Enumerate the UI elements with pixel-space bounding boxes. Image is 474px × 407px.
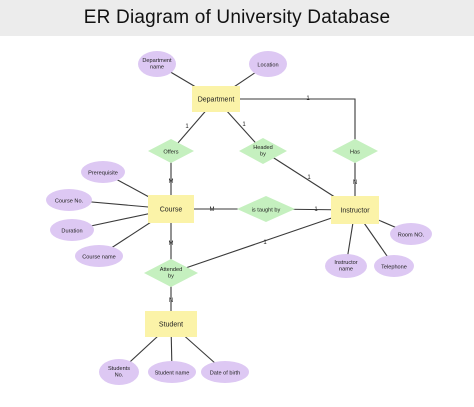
node-label: Offers <box>163 150 178 156</box>
cardinality-attended-student: N <box>169 298 173 304</box>
cardinality-course-taught: M <box>210 207 215 213</box>
attribute-room-no[interactable]: Room NO. <box>390 223 432 245</box>
cardinality-instructor-attended: 1 <box>263 240 267 246</box>
node-label: is taught by <box>252 208 281 214</box>
attribute-ellipse <box>75 245 123 267</box>
node-label: Department <box>198 97 235 104</box>
attribute-location[interactable]: Location <box>249 51 287 77</box>
node-label: Duration <box>61 229 82 235</box>
cardinality-dept-has: 1 <box>306 96 310 102</box>
entity-course[interactable]: Course <box>148 195 194 223</box>
node-label: Course No. <box>55 199 84 205</box>
cardinality-dept-offers: 1 <box>185 124 189 130</box>
relationship-offers[interactable]: Offers <box>148 139 194 163</box>
node-label: Date of birth <box>210 371 240 377</box>
attribute-ellipse <box>46 189 92 211</box>
attribute-ellipse <box>81 161 125 183</box>
cardinality-headed-instructor: 1 <box>307 175 311 181</box>
attribute-ellipse <box>325 254 367 278</box>
node-label: Course <box>160 207 183 214</box>
cardinality-has-instructor: N <box>353 180 357 186</box>
cardinality-offers-course: M <box>169 179 174 185</box>
attribute-course-no[interactable]: Course No. <box>46 189 92 211</box>
cardinality-taught-instructor: 1 <box>314 207 318 213</box>
attribute-ellipse <box>249 51 287 77</box>
entity-department[interactable]: Department <box>192 86 240 112</box>
entity-box <box>145 311 197 337</box>
node-label: Location <box>257 63 278 69</box>
cardinality-dept-headed: 1 <box>242 122 246 128</box>
node-label: Course name <box>82 255 116 261</box>
attribute-ellipse <box>374 255 414 277</box>
attribute-ellipse <box>99 359 139 385</box>
relationship-is-taught-by[interactable]: is taught by <box>237 196 295 222</box>
node-label: Prerequisite <box>88 171 118 177</box>
node-label: Instructor <box>340 208 370 215</box>
relationship-diamond <box>144 259 198 287</box>
entity-box <box>192 86 240 112</box>
cardinality-course-attended: M <box>169 241 174 247</box>
title-bar: ER Diagram of University Database <box>0 0 474 36</box>
entity-student[interactable]: Student <box>145 311 197 337</box>
diagram-title: ER Diagram of University Database <box>83 7 391 28</box>
attribute-student-name[interactable]: Student name <box>148 361 196 383</box>
line-department-has <box>216 98 356 151</box>
line-attended-by-instructor <box>170 209 356 274</box>
attribute-ellipse <box>50 219 94 241</box>
attribute-duration[interactable]: Duration <box>50 219 94 241</box>
relationship-diamond <box>332 139 378 163</box>
relationship-diamond <box>239 138 287 164</box>
attribute-date-of-birth[interactable]: Date of birth <box>201 361 249 383</box>
entity-instructor[interactable]: Instructor <box>331 196 379 224</box>
attribute-prerequisite[interactable]: Prerequisite <box>81 161 125 183</box>
attribute-telephone[interactable]: Telephone <box>374 255 414 277</box>
node-label: Has <box>350 150 360 156</box>
node-label: Room NO. <box>398 233 425 239</box>
entity-box <box>331 196 379 224</box>
attribute-ellipse <box>390 223 432 245</box>
node-label: Telephone <box>381 265 407 271</box>
node-label: Student <box>159 322 183 329</box>
relationship-diamond <box>237 196 295 222</box>
attribute-ellipse <box>138 51 176 77</box>
attribute-course-name[interactable]: Course name <box>75 245 123 267</box>
relationship-has[interactable]: Has <box>332 139 378 163</box>
attribute-ellipse <box>148 361 196 383</box>
attribute-ellipse <box>201 361 249 383</box>
relationship-diamond <box>148 139 194 163</box>
entity-box <box>148 195 194 223</box>
node-label: Student name <box>155 371 190 377</box>
